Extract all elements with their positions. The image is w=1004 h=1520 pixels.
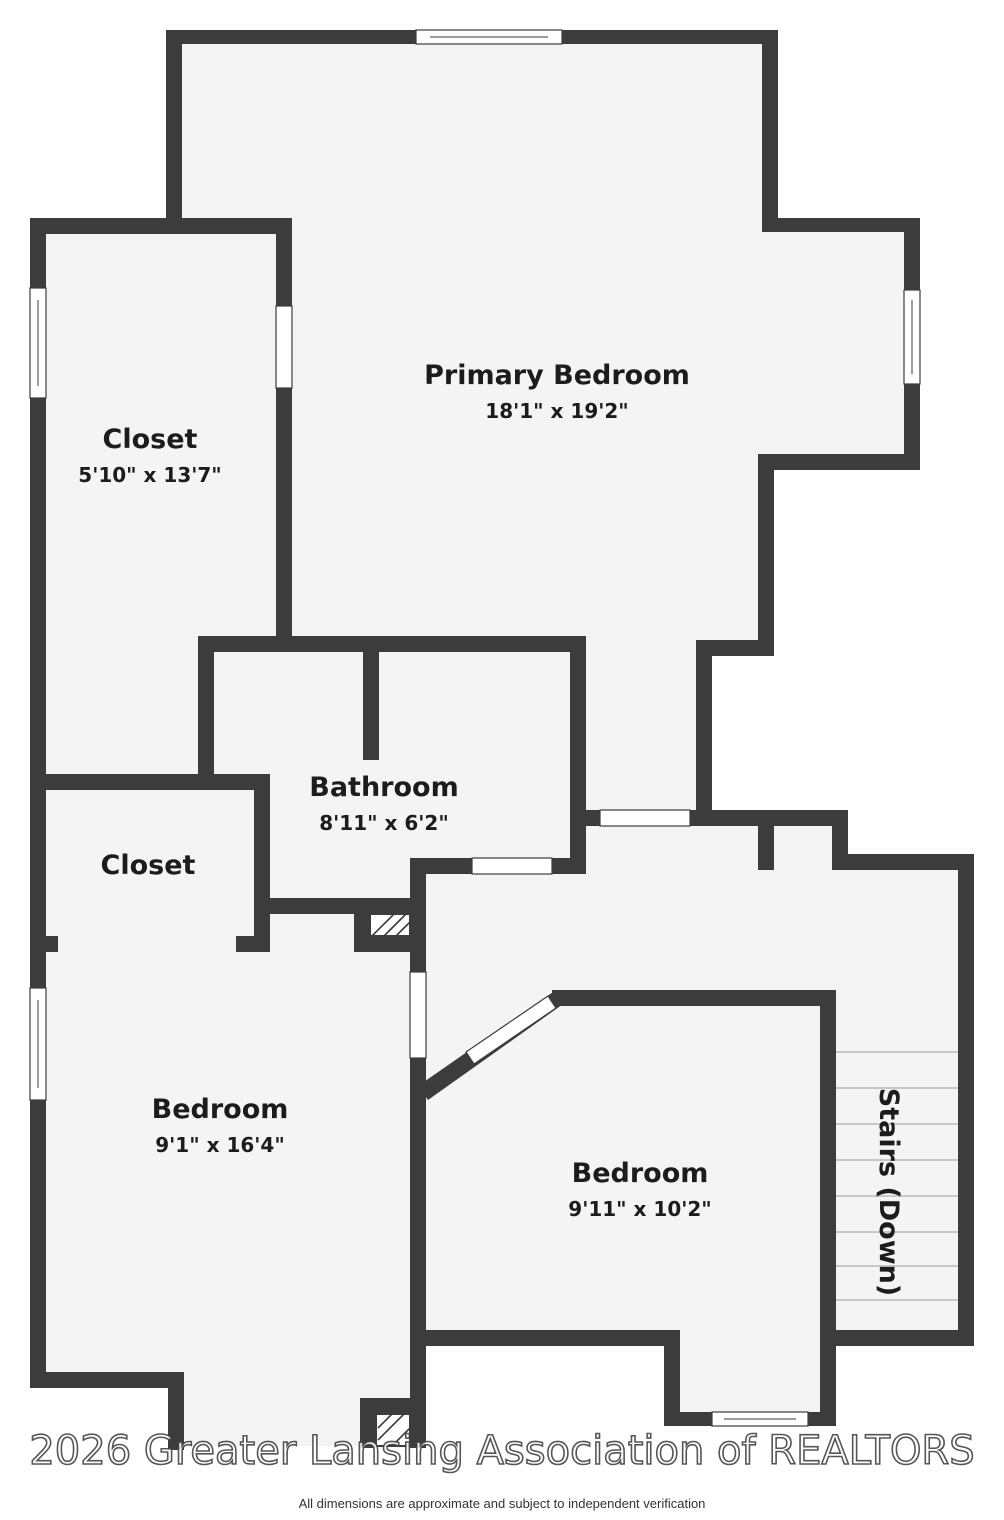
stairs — [834, 1051, 960, 1330]
door-primary-hall — [599, 809, 691, 827]
room-name-bedroom-left: Bedroom — [152, 1094, 289, 1125]
room-name-closet-upper: Closet — [103, 424, 198, 455]
watermark: 2026 Greater Lansing Association of REAL… — [29, 1427, 976, 1475]
room-dims-bedroom-left: 9'1" x 16'4" — [155, 1133, 285, 1157]
room-name-bathroom: Bathroom — [309, 772, 458, 803]
doors — [275, 305, 691, 1065]
room-dims-primary-bedroom: 18'1" x 19'2" — [485, 399, 628, 423]
room-labels: Primary Bedroom 18'1" x 19'2" Closet 5'1… — [78, 360, 904, 1296]
room-name-closet-lower: Closet — [101, 850, 196, 881]
floor-right-bedroom — [418, 998, 828, 1420]
door-bathroom-hall — [471, 857, 553, 875]
room-dims-closet-upper: 5'10" x 13'7" — [78, 463, 221, 487]
room-dims-bathroom: 8'11" x 6'2" — [319, 811, 449, 835]
door-closet-upper — [275, 305, 293, 389]
stairs-label: Stairs (Down) — [873, 1088, 904, 1296]
room-name-primary-bedroom: Primary Bedroom — [424, 360, 690, 391]
floor-left-bedroom — [38, 780, 418, 1446]
windows — [29, 29, 921, 1427]
door-right-bedroom — [465, 995, 557, 1065]
room-dims-bedroom-right: 9'11" x 10'2" — [568, 1197, 711, 1221]
room-name-bedroom-right: Bedroom — [572, 1158, 709, 1189]
shafts — [369, 913, 411, 1447]
disclaimer: All dimensions are approximate and subje… — [298, 1496, 706, 1511]
door-left-bedroom — [409, 971, 427, 1059]
